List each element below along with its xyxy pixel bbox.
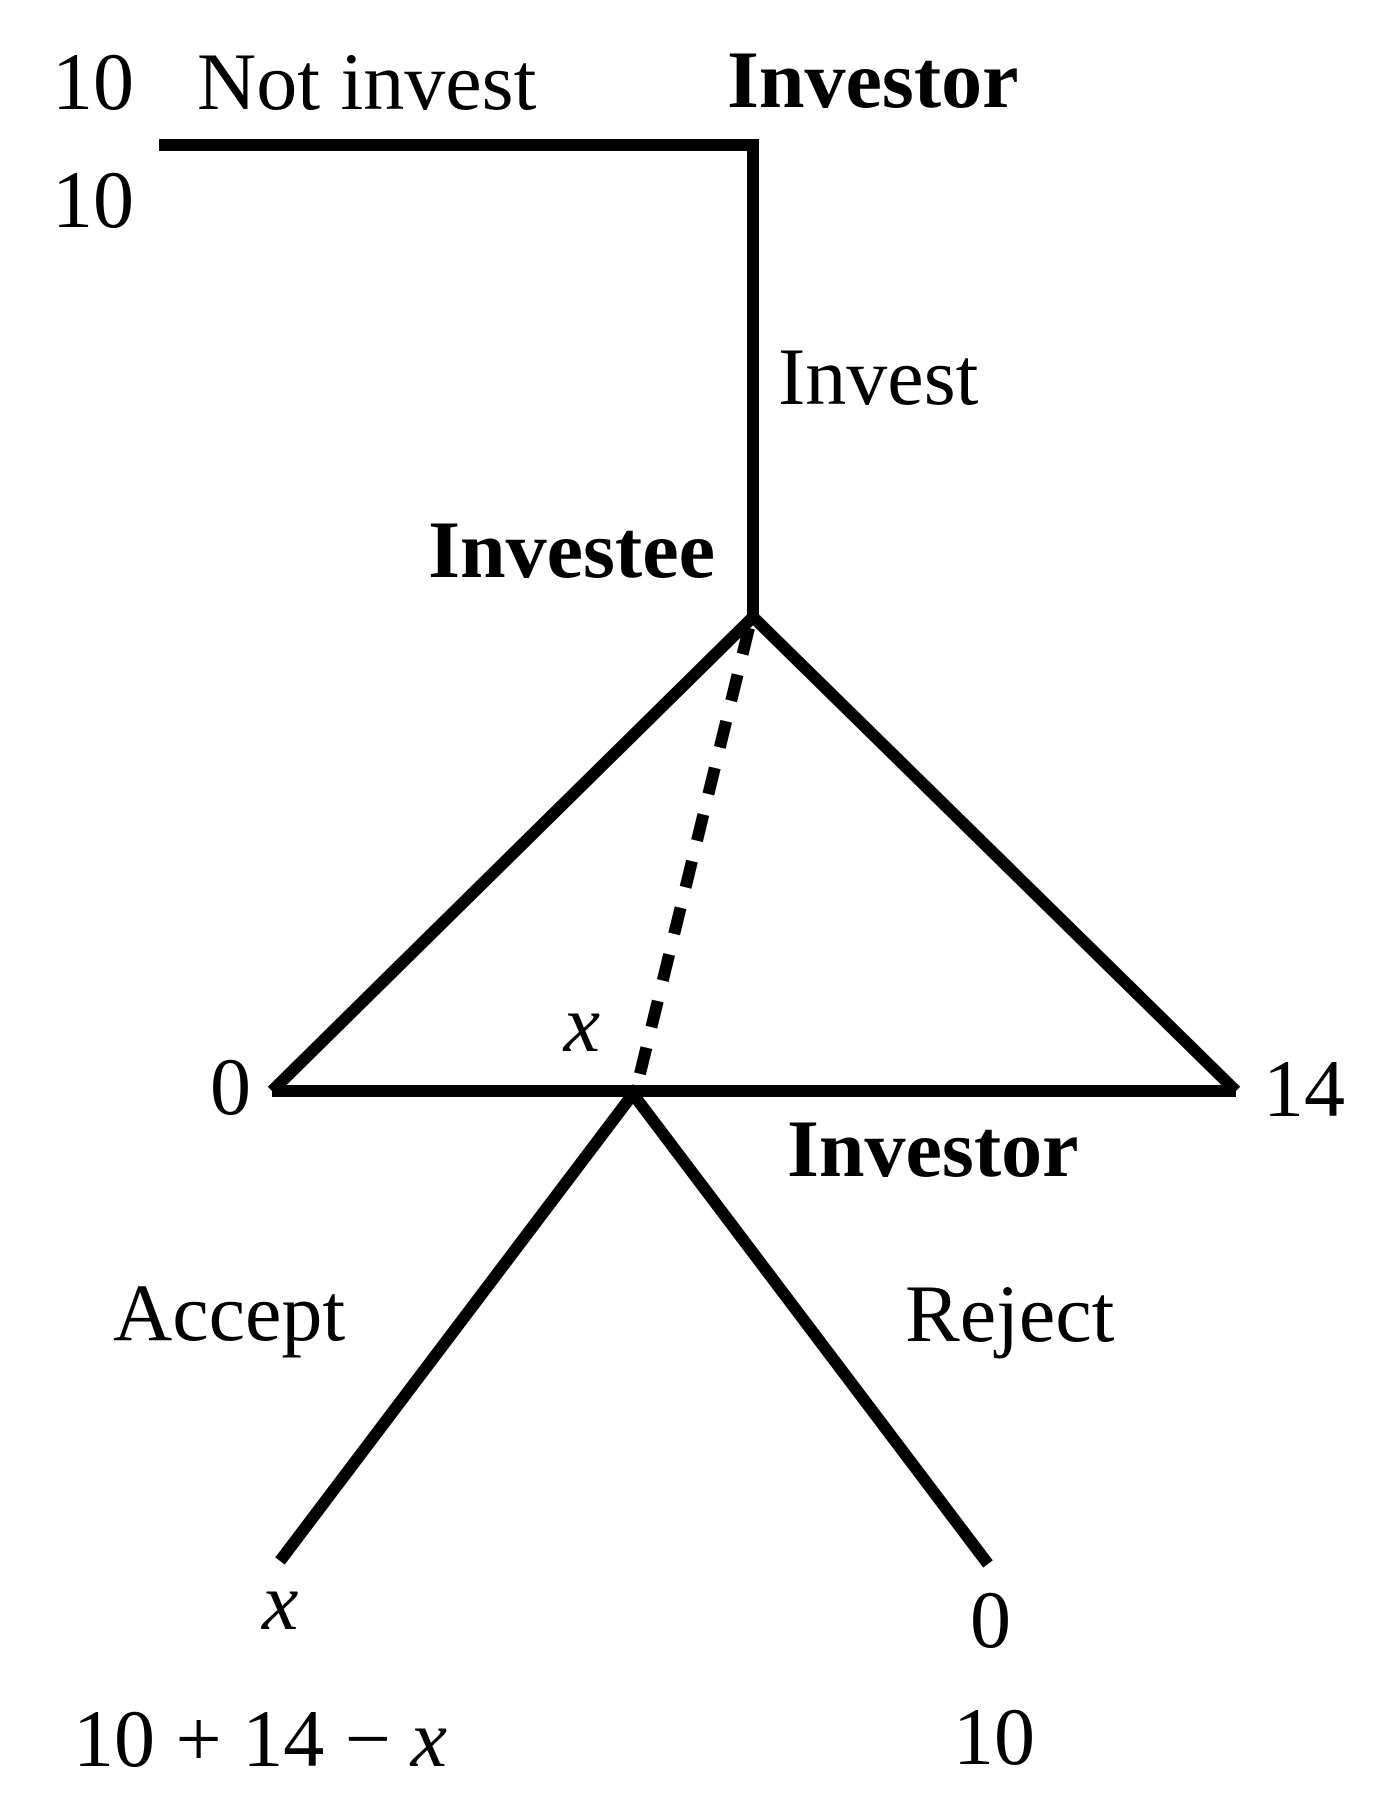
edge-chosen-x-dashed bbox=[631, 626, 755, 1088]
branch-label-invest: Invest bbox=[778, 331, 979, 422]
payoff-reject-row2: 10 bbox=[953, 1691, 1035, 1782]
payoff-not-invest-row1: 10 bbox=[52, 36, 134, 127]
payoff-accept-row2-var: x bbox=[410, 1693, 448, 1784]
payoff-accept-row2: 10 + 14 −x bbox=[73, 1698, 447, 1780]
edge-accept-reject bbox=[275, 1084, 993, 1568]
player-label-investee: Investee bbox=[428, 504, 715, 595]
player-label-investor-bottom: Investor bbox=[787, 1103, 1079, 1194]
edge-continuum-triangle bbox=[267, 608, 1241, 1096]
branch-label-accept: Accept bbox=[113, 1267, 346, 1358]
payoff-accept-row1: x bbox=[262, 1556, 299, 1647]
continuum-min-label: 0 bbox=[210, 1041, 251, 1132]
branch-label-not-invest: Not invest bbox=[197, 36, 537, 127]
payoff-accept-row2-prefix: 10 + 14 − bbox=[73, 1693, 391, 1784]
branch-label-reject: Reject bbox=[905, 1268, 1115, 1359]
payoff-reject-row1: 0 bbox=[970, 1574, 1011, 1665]
continuum-chosen-label: x bbox=[563, 978, 600, 1069]
edge-not-invest-invest bbox=[159, 139, 759, 617]
continuum-max-label: 14 bbox=[1263, 1043, 1345, 1134]
player-label-investor-top: Investor bbox=[727, 34, 1019, 125]
payoff-not-invest-row2: 10 bbox=[52, 154, 134, 245]
